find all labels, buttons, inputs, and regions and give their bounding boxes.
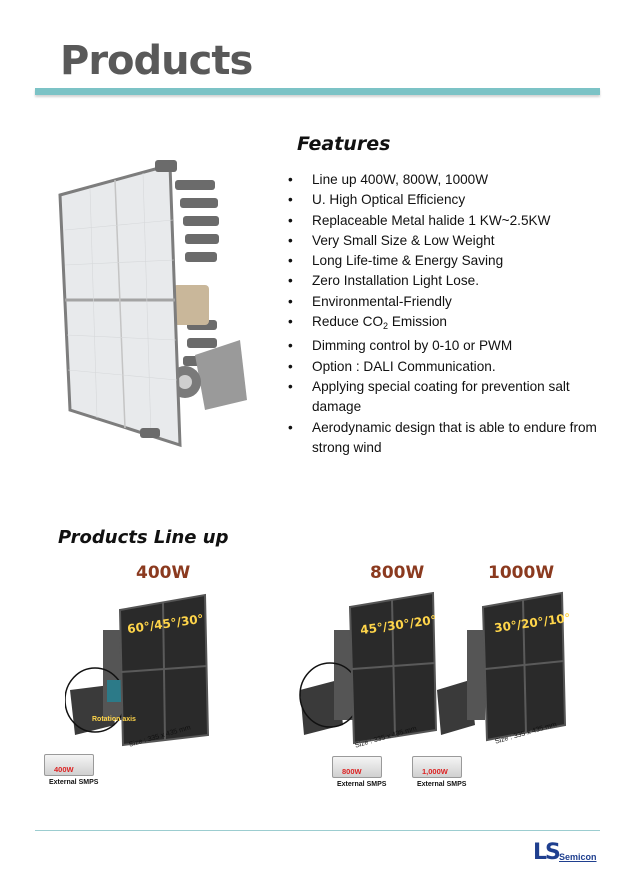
smps-caption: External SMPS — [49, 779, 99, 786]
page-title: Products — [60, 38, 253, 84]
bullet: • — [288, 419, 293, 435]
bullet: • — [288, 172, 293, 187]
feature-text: Zero Installation Light Lose. — [312, 273, 480, 289]
feature-text: Line up 400W, 800W, 1000W — [312, 172, 489, 187]
title-underline — [35, 88, 600, 95]
feature-text: Replaceable Metal halide 1 KW~2.5KW — [312, 212, 551, 228]
smps-caption: External SMPS — [337, 781, 387, 788]
bullet: • — [288, 192, 293, 208]
feature-item: • Zero Installation Light Lose. — [288, 271, 618, 291]
feature-item: • Aerodynamic design that is able to endu… — [288, 418, 618, 459]
ls-semicon-logo: LS Semicon — [533, 840, 603, 870]
features-title: Features — [297, 133, 391, 155]
feature-item: • Reduce CO2 Emission — [288, 312, 618, 336]
lamp-800w-image — [298, 585, 443, 750]
smps-caption: External SMPS — [417, 781, 467, 788]
bullet: • — [288, 338, 293, 354]
feature-text: Long Life-time & Energy Saving — [312, 253, 504, 269]
smps-box — [44, 754, 94, 776]
bullet: • — [288, 273, 293, 289]
lamp-1000w-image — [435, 585, 570, 750]
smps-box — [332, 756, 382, 778]
lamp-400w-image — [65, 590, 215, 750]
smps-box — [412, 756, 462, 778]
feature-item: • Applying special coating for prevention… — [288, 377, 618, 418]
feature-text: Environmental-Friendly — [312, 293, 452, 309]
feature-text: Option : DALI Communication. — [312, 358, 496, 374]
feature-item: • Line up 400W, 800W, 1000W — [288, 170, 618, 190]
subscript: 2 — [383, 321, 389, 332]
wattage-800: 800W — [370, 563, 425, 583]
rotation-axis-label: Rotation axis — [92, 716, 136, 723]
feature-text: Very Small Size & Low Weight — [312, 232, 495, 248]
bullet: • — [288, 314, 293, 330]
feature-item: • Option : DALI Communication. — [288, 357, 618, 377]
feature-text: Aerodynamic design that is able to endur… — [312, 419, 597, 455]
logo-letters: LS — [533, 840, 561, 865]
feature-item: • Dimming control by 0-10 or PWM — [288, 336, 618, 356]
features-list: • Line up 400W, 800W, 1000W • U. High Opti… — [288, 170, 618, 458]
smps-tag: 800W — [342, 767, 362, 776]
smps-tag: 400W — [54, 765, 74, 774]
logo-text: Semicon — [559, 852, 597, 862]
bullet: • — [288, 293, 293, 309]
smps-tag: 1,000W — [422, 767, 448, 776]
feature-text: Dimming control by 0-10 or PWM — [312, 338, 513, 354]
bullet: • — [288, 212, 293, 228]
bullet: • — [288, 253, 293, 269]
bullet: • — [288, 358, 293, 374]
feature-item: • Very Small Size & Low Weight — [288, 231, 618, 251]
feature-text: Reduce CO — [312, 314, 384, 330]
feature-item: • Long Life-time & Energy Saving — [288, 251, 618, 271]
product-photo — [55, 160, 255, 460]
feature-text: U. High Optical Efficiency — [312, 192, 466, 208]
feature-text: Emission — [388, 314, 447, 330]
lineup-title: Products Line up — [58, 527, 229, 548]
bullet: • — [288, 378, 293, 394]
footer-rule — [35, 830, 600, 831]
wattage-1000: 1000W — [488, 563, 555, 583]
feature-item: • Environmental-Friendly — [288, 292, 618, 312]
bullet: • — [288, 232, 293, 248]
feature-text: Applying special coating for prevention … — [312, 378, 570, 415]
feature-item: • U. High Optical Efficiency — [288, 190, 618, 210]
feature-item: • Replaceable Metal halide 1 KW~2.5KW — [288, 211, 618, 231]
wattage-400: 400W — [136, 563, 191, 583]
